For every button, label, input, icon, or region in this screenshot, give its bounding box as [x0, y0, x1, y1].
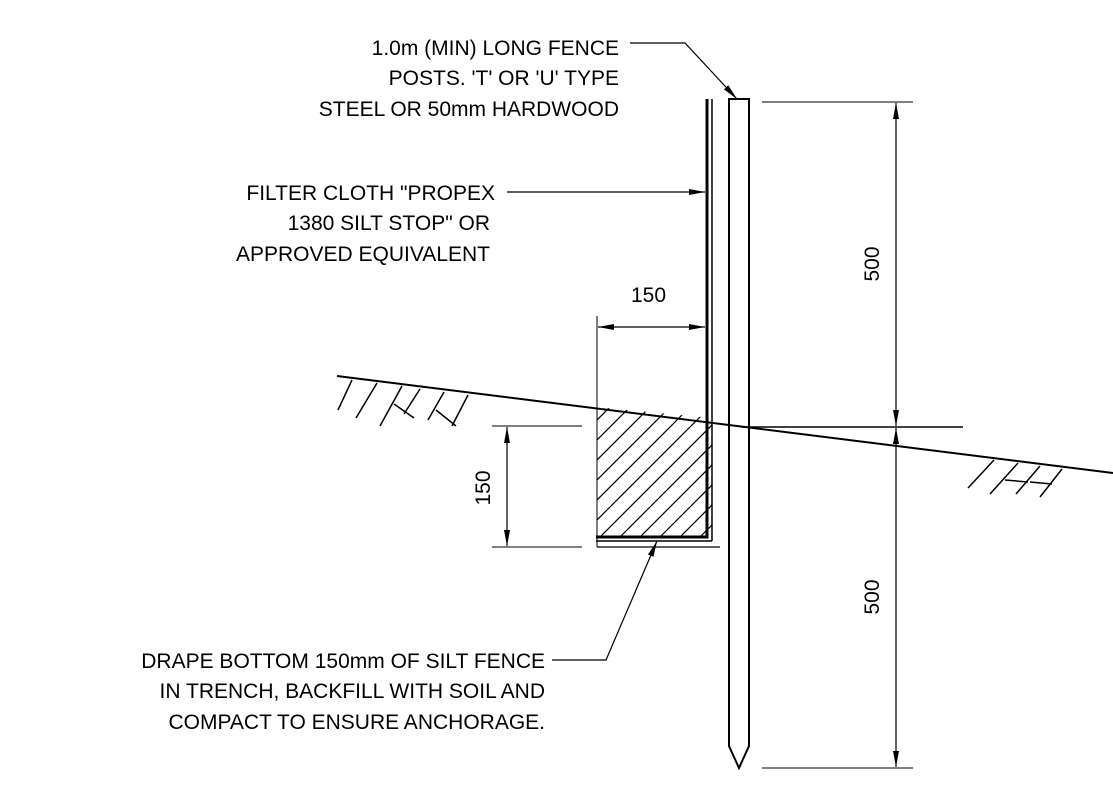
ground-line [336, 375, 1113, 474]
note-filter-line-2: 1380 SILT STOP" OR [288, 212, 490, 235]
note-post-line-1: 1.0m (MIN) LONG FENCE [372, 37, 619, 60]
leader-post-note [630, 42, 738, 100]
dim-trench-width-label: 150 [631, 284, 666, 307]
ground-hatch-left [337, 379, 469, 427]
note-filter-line-3: APPROVED EQUIVALENT [236, 243, 490, 266]
note-filter-line-1: FILTER CLOTH "PROPEX [246, 182, 495, 205]
filter-cloth [596, 99, 709, 539]
dim-below-ground-label: 500 [861, 579, 884, 614]
note-drape-line-2: IN TRENCH, BACKFILL WITH SOIL AND [160, 680, 545, 703]
fence-post [728, 98, 750, 771]
note-drape-line-1: DRAPE BOTTOM 150mm OF SILT FENCE [141, 650, 545, 673]
trench-backfill-hatch [597, 407, 712, 537]
note-post-line-2: POSTS. 'T' OR 'U' TYPE [389, 67, 619, 90]
leader-drape-note [552, 540, 658, 661]
dim-above-ground-label: 500 [861, 246, 884, 281]
note-post-line-3: STEEL OR 50mm HARDWOOD [319, 98, 619, 121]
dim-trench-depth-label: 150 [472, 470, 495, 505]
note-drape-line-3: COMPACT TO ENSURE ANCHORAGE. [168, 711, 545, 734]
ground-hatch-right [967, 459, 1063, 498]
